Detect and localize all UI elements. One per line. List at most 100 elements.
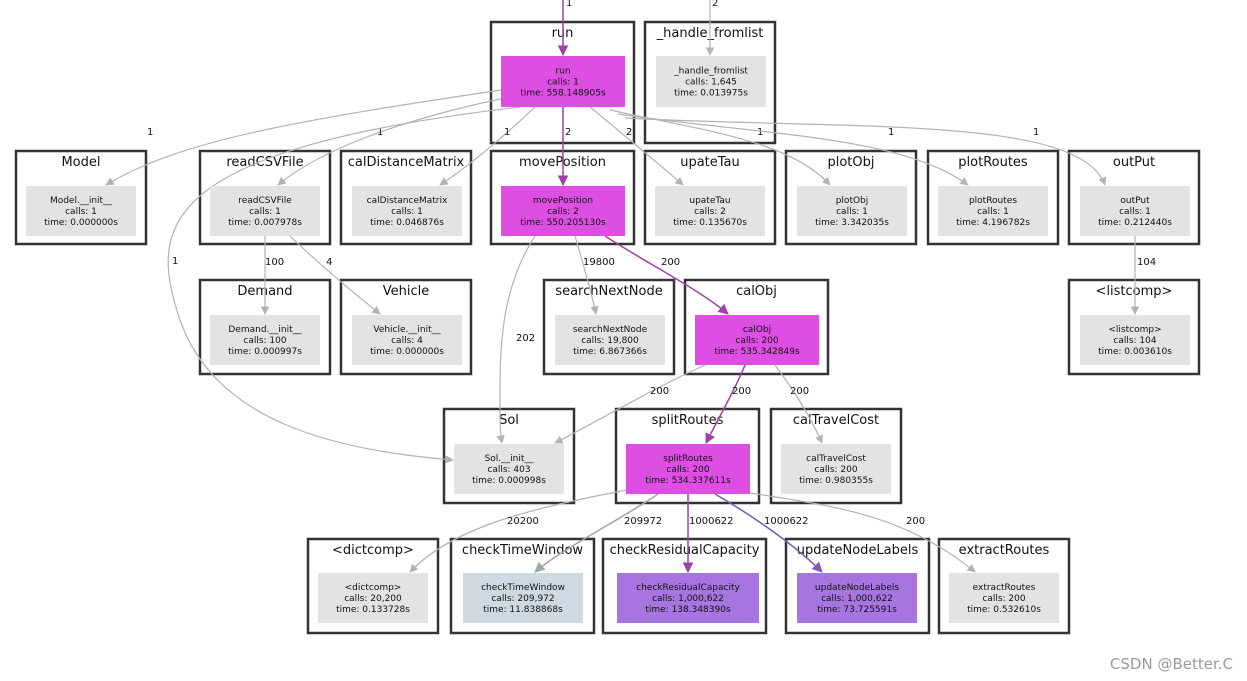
node-name: searchNextNode xyxy=(573,325,648,335)
node-time: time: 73.725591s xyxy=(817,605,897,615)
edge-run-Model: 1 xyxy=(105,89,502,186)
node-name: run xyxy=(555,67,570,77)
node-box[interactable] xyxy=(949,573,1059,623)
node-box[interactable] xyxy=(797,573,917,623)
edge-run-plotRoutes: 1 xyxy=(617,113,969,186)
node-box[interactable] xyxy=(1080,315,1190,365)
node-box[interactable] xyxy=(617,573,759,623)
node-box[interactable] xyxy=(352,315,462,365)
node-name: plotRoutes xyxy=(969,196,1017,206)
node-box[interactable] xyxy=(938,186,1048,236)
edge-splitRoutes-extractRoutes: 200 xyxy=(744,491,976,573)
edge-line xyxy=(167,106,521,464)
edge-label: 20200 xyxy=(507,516,539,527)
edge-label: 200 xyxy=(650,386,669,397)
node-name: _handle_fromlist xyxy=(673,67,748,77)
node-box[interactable] xyxy=(555,315,665,365)
node-box[interactable] xyxy=(656,56,766,107)
cluster-title: Vehicle xyxy=(383,284,430,299)
edge-label: 1 xyxy=(504,127,510,138)
cluster-title: splitRoutes xyxy=(652,413,724,428)
node-box[interactable] xyxy=(26,186,136,236)
node-calls: calls: 1 xyxy=(836,207,868,217)
edge-line xyxy=(554,364,706,444)
node-box[interactable] xyxy=(695,315,819,365)
node-calls: calls: 200 xyxy=(666,465,709,475)
edge-label: 2 xyxy=(565,127,571,138)
edge-label: 200 xyxy=(661,257,680,268)
node-time: time: 550.205130s xyxy=(520,218,606,228)
node-box[interactable] xyxy=(210,186,320,236)
edge-label: 2 xyxy=(712,0,718,9)
node-name: updateNodeLabels xyxy=(815,583,899,593)
node-box[interactable] xyxy=(463,573,583,623)
edge-movePosition-calObj: 200 xyxy=(604,235,729,315)
node-time: time: 558.148905s xyxy=(520,89,606,99)
node-name: Model.__init__ xyxy=(50,196,113,206)
node-box[interactable] xyxy=(454,444,564,494)
edge-label: 4 xyxy=(326,257,332,268)
node-box[interactable] xyxy=(501,186,625,236)
node-box[interactable] xyxy=(501,56,625,107)
node-box[interactable] xyxy=(318,573,428,623)
node-name: movePosition xyxy=(533,196,593,206)
node-name: calObj xyxy=(743,325,771,335)
node-box[interactable] xyxy=(1080,186,1190,236)
edge-splitRoutes-updateNodeLabels: 1000622 xyxy=(714,493,823,573)
node-name: calTravelCost xyxy=(806,454,866,464)
edge-label: 200 xyxy=(790,386,809,397)
edge-run-upateTau: 2 xyxy=(589,106,684,186)
node-box[interactable] xyxy=(352,186,462,236)
node-time: time: 0.000998s xyxy=(472,476,546,486)
node-time: time: 0.532610s xyxy=(967,605,1041,615)
node-time: time: 0.000000s xyxy=(370,347,444,357)
edge-splitRoutes-checkResidualCapacity: 1000622 xyxy=(682,494,734,574)
node-box[interactable] xyxy=(210,315,320,365)
node-box[interactable] xyxy=(781,444,891,494)
edge-label: 1 xyxy=(757,127,763,138)
edge-label: 202 xyxy=(516,333,535,344)
edge-label: 1 xyxy=(377,127,383,138)
cluster-title: checkResidualCapacity xyxy=(610,543,760,558)
edge-line xyxy=(534,493,659,573)
node-name: extractRoutes xyxy=(973,583,1036,593)
node-box[interactable] xyxy=(626,444,750,494)
node-calls: calls: 19,800 xyxy=(581,336,639,346)
edge-line xyxy=(589,106,684,186)
node-calls: calls: 1,000,622 xyxy=(652,594,724,604)
node-calls: calls: 209,972 xyxy=(491,594,554,604)
edge-label: 1000622 xyxy=(689,516,734,527)
edge-label: 1 xyxy=(147,127,153,138)
node-box[interactable] xyxy=(797,186,907,236)
edge-label: 200 xyxy=(732,386,751,397)
cluster-title: Model xyxy=(61,155,100,170)
node-time: time: 0.212440s xyxy=(1098,218,1172,228)
node-box[interactable] xyxy=(655,186,765,236)
edge-line xyxy=(277,97,506,186)
